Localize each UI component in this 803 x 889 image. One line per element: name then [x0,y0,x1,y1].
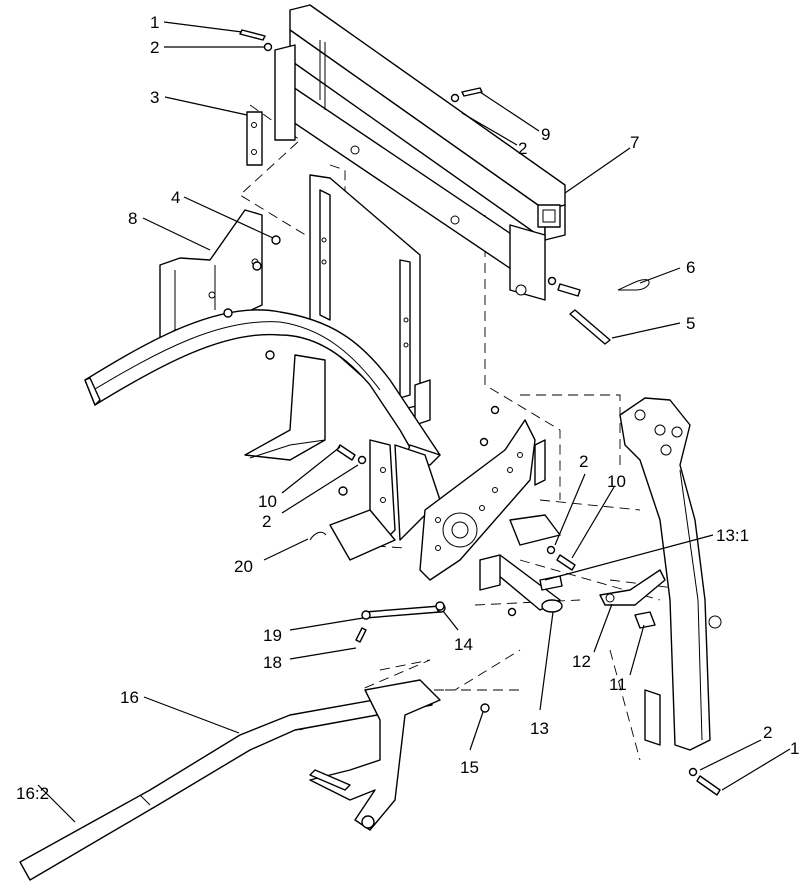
nut-upper-bracket [252,261,262,271]
callout-14: 14 [454,635,473,654]
callout-leaders [37,21,791,823]
nut-lower-bracket [223,308,233,318]
callout-1-top: 1 [150,13,159,32]
washer-top-right [450,93,460,103]
pin-5 [569,309,611,345]
callout-8: 8 [128,209,137,228]
washer-2-bottom [688,767,698,777]
callout-labels: 1 2 3 9 2 7 4 8 6 5 2 10 10 2 13:1 20 19… [16,13,799,803]
callout-16: 16 [120,688,139,707]
right-upright-arm [619,397,722,751]
pivot-bracket [329,439,441,561]
callout-6: 6 [686,258,695,277]
operator-handle [19,679,441,881]
mount-plate [246,111,263,166]
callout-3: 3 [150,88,159,107]
bolt-right-frame [557,283,581,297]
callout-16-2: 16:2 [16,784,49,803]
nut-15 [480,703,490,713]
bolt-1-bottom [696,775,721,796]
callout-15: 15 [460,758,479,777]
callout-2-left: 2 [262,512,271,531]
callout-7: 7 [630,133,639,152]
callout-10-left: 10 [258,492,277,511]
callout-5: 5 [686,314,695,333]
nut-plate-mid [479,437,489,447]
callout-1-bottom: 1 [790,739,799,758]
top-cross-frame [274,4,566,301]
bolt-top-left [239,29,266,41]
washer-2-right [546,545,556,555]
callout-13-1: 13:1 [716,526,749,545]
callout-2-top: 2 [150,38,159,57]
callout-19: 19 [263,626,282,645]
callout-2-right: 2 [579,452,588,471]
clip-20 [309,531,327,541]
washer-right-frame [547,276,557,286]
callout-12: 12 [572,652,591,671]
bolt-10-right [556,554,576,571]
hole-mount-plate [419,419,546,581]
washer-2-left [357,455,367,465]
callout-9: 9 [541,125,550,144]
nut-14 [435,601,445,611]
nut-shaft [507,607,517,617]
callout-20: 20 [234,557,253,576]
callout-13: 13 [530,719,549,738]
callout-11: 11 [609,675,627,694]
callout-10-right: 10 [607,472,626,491]
callout-2-upper-right: 2 [518,139,527,158]
push-rod [361,603,446,620]
washer-top-left [263,42,273,52]
nut-frame [265,350,275,360]
callout-4: 4 [171,188,180,207]
pivot-shaft [479,514,563,613]
bolt-top-right [461,87,483,97]
callout-18: 18 [263,653,282,672]
hardware [223,29,721,796]
foot-plate [244,354,326,461]
center-channel-plate [309,174,431,426]
callout-2-bottom: 2 [763,723,772,742]
nut-4 [271,235,281,245]
nut-plate-top [490,405,500,415]
nut-pivot [338,486,348,496]
pin-18 [355,627,367,643]
